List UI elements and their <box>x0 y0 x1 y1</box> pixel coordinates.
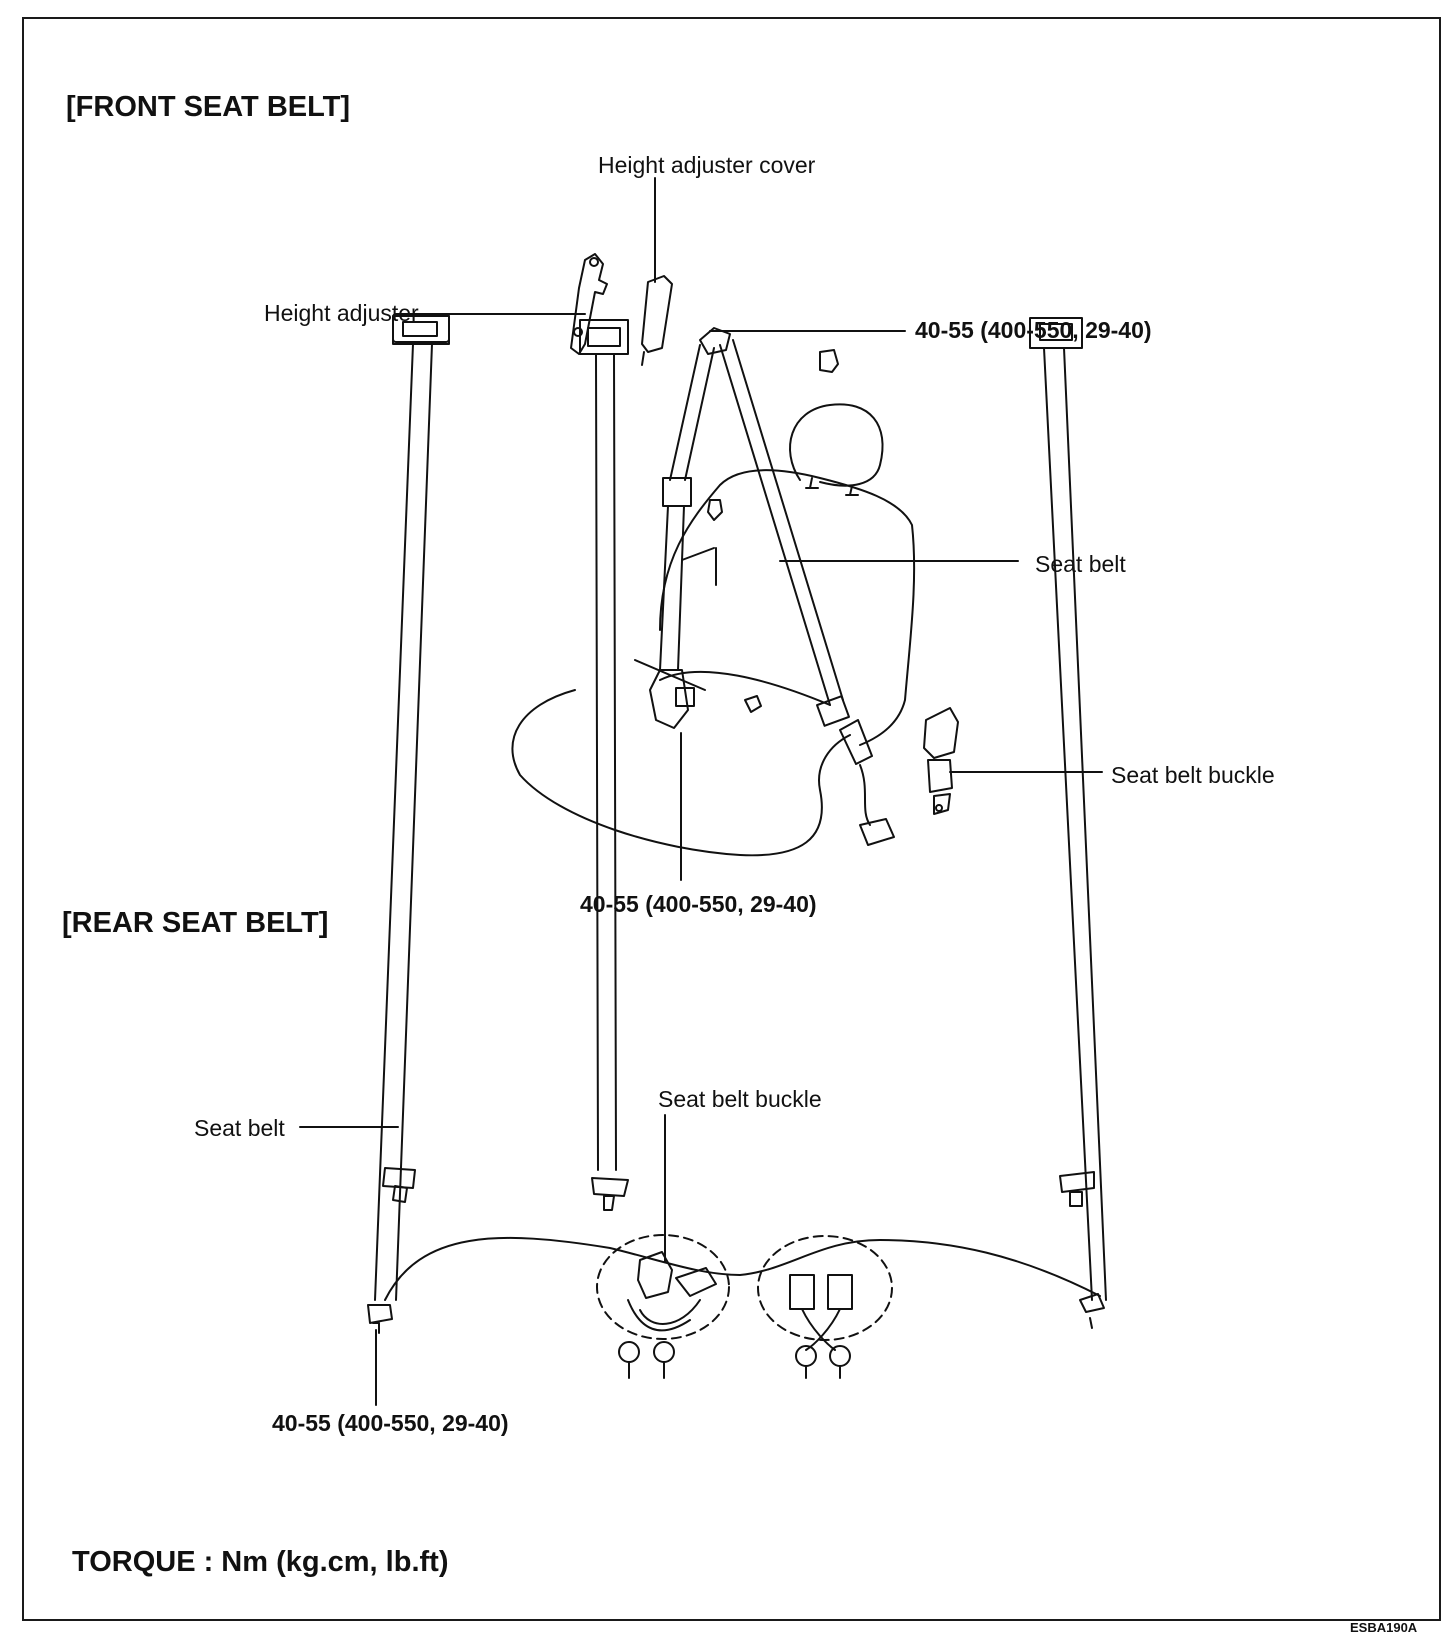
rear-seat-belt-buckle-label: Seat belt buckle <box>658 1086 822 1112</box>
rear-leader-lines <box>299 1114 666 1406</box>
rear-section-title: [REAR SEAT BELT] <box>62 907 329 939</box>
figure-frame <box>22 17 1441 1621</box>
front-seat-drawing <box>511 349 916 857</box>
torque-label-bottom: 40-55 (400-550, 29-40) <box>580 891 817 917</box>
front-leader-lines <box>436 177 1103 881</box>
front-seat-belt-label: Seat belt <box>1035 551 1126 577</box>
front-seat-belt-buckle-label: Seat belt buckle <box>1111 762 1275 788</box>
torque-units-note: TORQUE : Nm (kg.cm, lb.ft) <box>72 1546 449 1578</box>
height-adjuster-cover-label: Height adjuster cover <box>598 152 816 178</box>
rear-torque-label: 40-55 (400-550, 29-40) <box>272 1410 509 1436</box>
height-adjuster-label: Height adjuster <box>264 300 419 326</box>
front-belt-drawing <box>570 253 959 846</box>
rear-seat-belt-label: Seat belt <box>194 1115 285 1141</box>
torque-label-top: 40-55 (400-550, 29-40) <box>915 317 1152 343</box>
rear-belts-drawing <box>367 313 1107 1379</box>
front-section-title: [FRONT SEAT BELT] <box>66 91 351 123</box>
figure-reference-code: ESBA190A <box>1350 1620 1418 1635</box>
